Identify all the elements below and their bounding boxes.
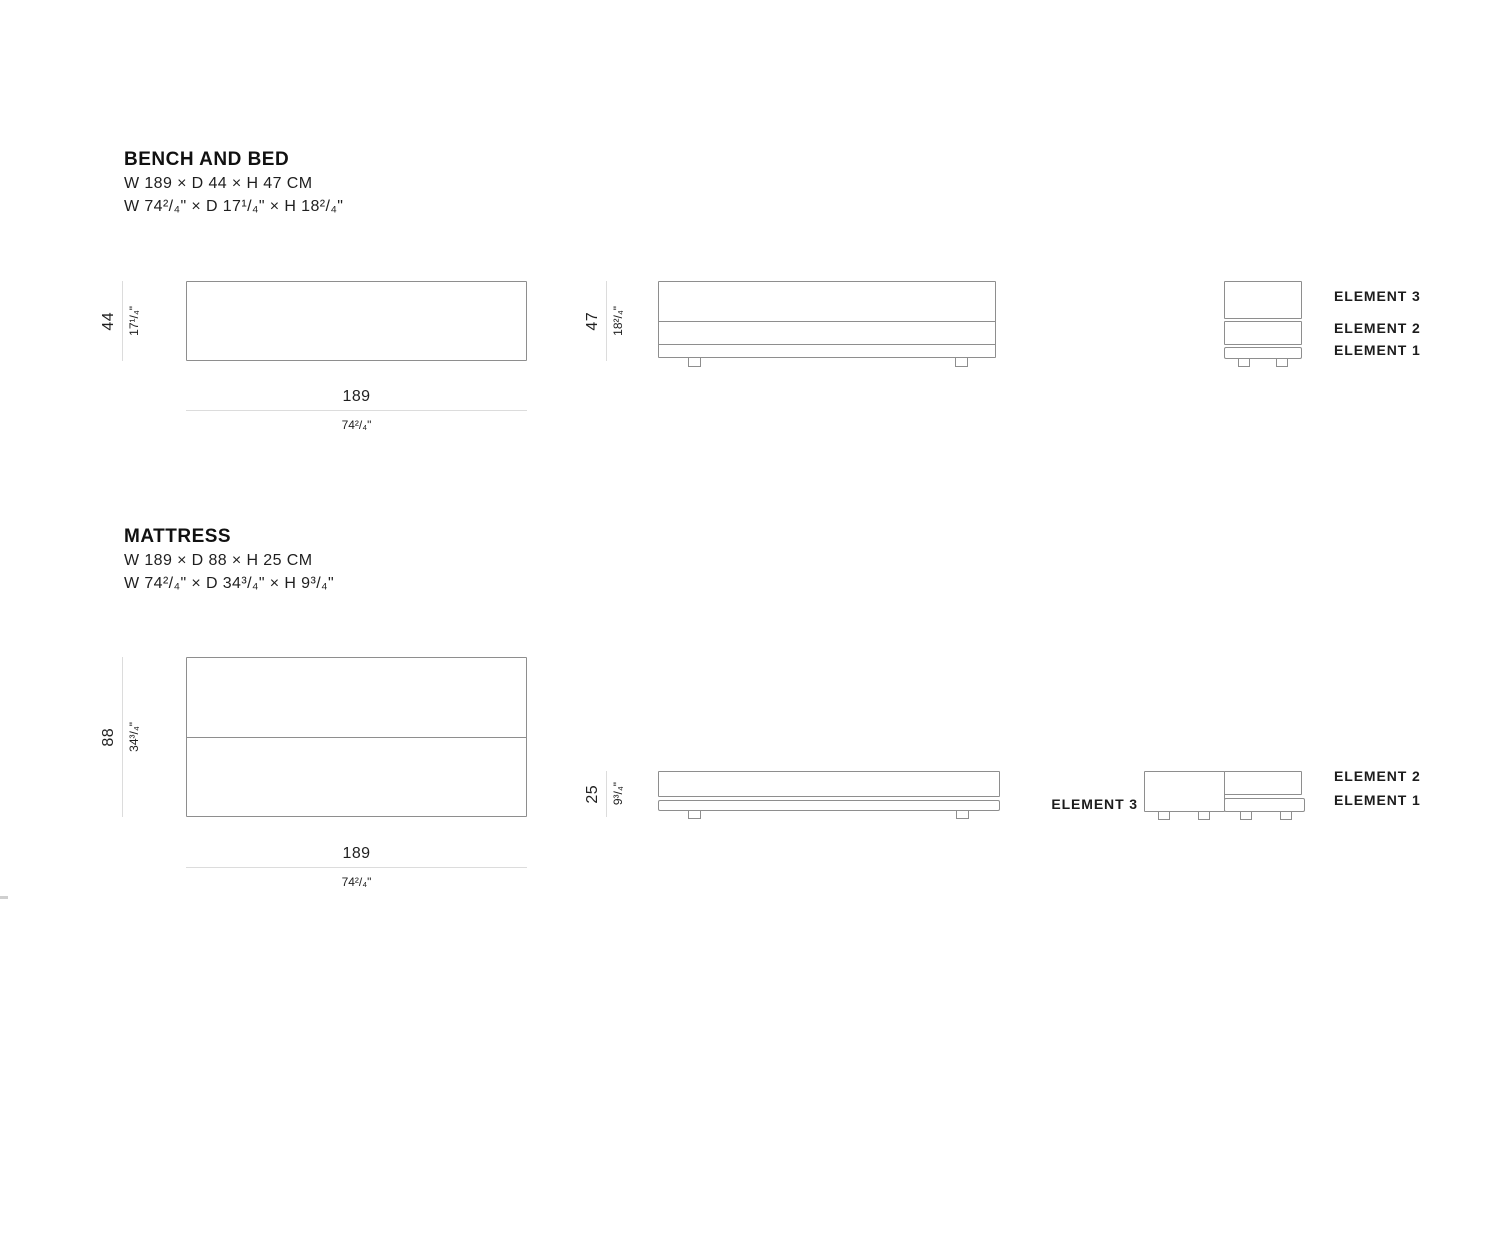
bench-element-foot-right — [1276, 359, 1288, 367]
bench-dimensions-in: W 74²/₄" × D 17¹/₄" × H 18²/₄" — [124, 198, 344, 215]
mattress-dimensions-cm: W 189 × D 88 × H 25 CM — [124, 552, 313, 569]
mattress-element2-label: ELEMENT 2 — [1334, 768, 1421, 784]
bench-front-height-in: 18²/₄" — [611, 306, 625, 336]
bench-front-divider-lower — [659, 344, 995, 345]
mattress-element-foot-1 — [1158, 812, 1170, 820]
dimension-rule-horizontal — [186, 410, 527, 411]
bench-element2-box — [1224, 321, 1302, 345]
mattress-title: MATTRESS — [124, 526, 232, 547]
bench-dimensions-cm: W 189 × D 44 × H 47 CM — [124, 175, 313, 192]
mattress-top-view-outline — [186, 657, 527, 817]
mattress-top-depth-cm: 88 — [100, 727, 117, 747]
bench-front-view-outline — [658, 281, 996, 358]
mattress-element2-box — [1224, 771, 1302, 795]
dimension-rule-horizontal — [186, 867, 527, 868]
bench-top-view-outline — [186, 281, 527, 361]
mattress-element1-label: ELEMENT 1 — [1334, 792, 1421, 808]
bench-top-width-dimension: 189 74²/₄" — [186, 388, 527, 432]
bench-front-foot-right — [955, 358, 968, 367]
mattress-front-view-outline — [658, 771, 1000, 797]
mattress-front-height-dimension: 25 9³/₄" — [584, 771, 625, 817]
mattress-element-foot-3 — [1240, 812, 1252, 820]
bench-element3-label: ELEMENT 3 — [1334, 288, 1421, 304]
dimension-rule-vertical — [606, 771, 607, 817]
mattress-top-seam — [187, 737, 526, 738]
bench-top-depth-dimension: 44 17¹/₄" — [100, 281, 141, 361]
mattress-top-width-in: 74²/₄" — [341, 875, 372, 889]
dimension-rule-vertical — [606, 281, 607, 361]
bench-front-foot-left — [688, 358, 701, 367]
mattress-element3-label: ELEMENT 3 — [1051, 796, 1138, 812]
bench-element1-label: ELEMENT 1 — [1334, 342, 1421, 358]
mattress-front-height-cm: 25 — [584, 784, 601, 804]
bench-element2-label: ELEMENT 2 — [1334, 320, 1421, 336]
mattress-header: MATTRESS W 189 × D 88 × H 25 CM W 74²/₄"… — [124, 525, 644, 595]
bench-front-height-dimension: 47 18²/₄" — [584, 281, 625, 361]
mattress-top-depth-in: 34³/₄" — [127, 722, 141, 752]
bench-title: BENCH AND BED — [124, 149, 290, 170]
mattress-element-foot-2 — [1198, 812, 1210, 820]
mattress-front-base-strip — [658, 800, 1000, 811]
mattress-element1-box — [1224, 798, 1305, 812]
mattress-top-width-cm: 189 — [342, 845, 371, 862]
bench-element-foot-left — [1238, 359, 1250, 367]
mattress-front-foot-right — [956, 811, 969, 819]
bench-top-width-cm: 189 — [342, 388, 371, 405]
bench-top-width-in: 74²/₄" — [341, 418, 372, 432]
mattress-top-depth-dimension: 88 34³/₄" — [100, 657, 141, 817]
mattress-element3-box — [1144, 771, 1225, 812]
mattress-top-width-dimension: 189 74²/₄" — [186, 845, 527, 889]
stray-mark — [0, 896, 8, 899]
bench-front-height-cm: 47 — [584, 311, 601, 331]
bench-top-depth-cm: 44 — [100, 311, 117, 331]
mattress-element-foot-4 — [1280, 812, 1292, 820]
bench-front-divider-upper — [659, 321, 995, 322]
mattress-front-foot-left — [688, 811, 701, 819]
bench-element3-box — [1224, 281, 1302, 319]
dimension-rule-vertical — [122, 657, 123, 817]
bench-element1-box — [1224, 347, 1302, 359]
bench-header: BENCH AND BED W 189 × D 44 × H 47 CM W 7… — [124, 148, 644, 218]
dimension-rule-vertical — [122, 281, 123, 361]
mattress-dimensions-in: W 74²/₄" × D 34³/₄" × H 9³/₄" — [124, 575, 335, 592]
mattress-front-height-in: 9³/₄" — [611, 782, 625, 806]
bench-top-depth-in: 17¹/₄" — [127, 306, 141, 336]
